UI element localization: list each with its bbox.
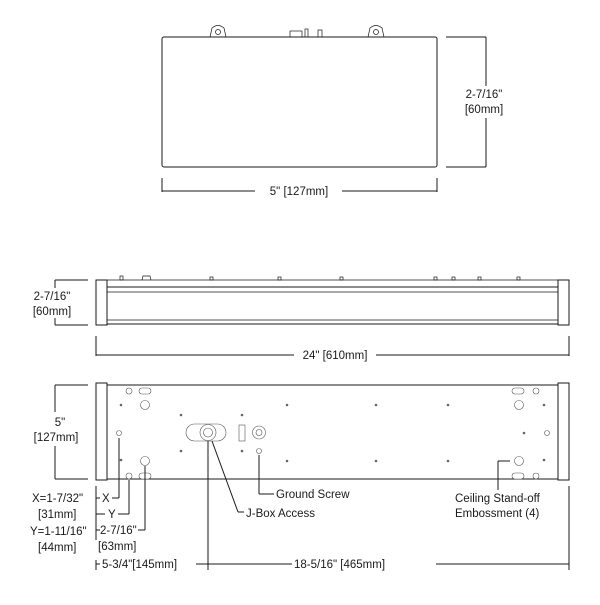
x-mm: [31mm] bbox=[38, 509, 76, 521]
standoff-embossment bbox=[140, 456, 150, 466]
side-view-height-label: 2-7/16" bbox=[34, 291, 71, 303]
left-dim-label: 5-3/4"[145mm] bbox=[102, 559, 177, 571]
bottom-view-endcap-left bbox=[95, 382, 108, 481]
jbox-slot bbox=[238, 424, 246, 442]
standoff-embossment bbox=[514, 456, 524, 466]
y-hole bbox=[125, 472, 133, 480]
bottom-view-plate bbox=[106, 384, 559, 480]
standoff-callout-line2: Embossment (4) bbox=[455, 508, 540, 520]
jbox-callout: J-Box Access bbox=[246, 508, 315, 520]
end-view-tab-right bbox=[367, 25, 385, 38]
ground-screw-callout: Ground Screw bbox=[276, 489, 350, 501]
mount-hole bbox=[532, 387, 540, 395]
side-view-endcap-left bbox=[95, 279, 108, 326]
y-marker: Y bbox=[108, 509, 116, 521]
bottom-view-width-label: 5" bbox=[55, 417, 65, 429]
side-view-lens bbox=[106, 286, 559, 325]
mount-hole bbox=[532, 472, 540, 480]
side-view-length-label: 24" [610mm] bbox=[303, 350, 368, 362]
x-marker: X bbox=[102, 493, 110, 505]
end-view-tab-left-hole bbox=[215, 29, 221, 35]
side-view-endcap-right bbox=[557, 279, 570, 326]
standoff-embossment bbox=[514, 400, 524, 410]
center-dim-label: 18-5/16" [465mm] bbox=[294, 559, 385, 571]
standoff-callout-line1: Ceiling Stand-off bbox=[455, 493, 541, 505]
ground-screw-hole bbox=[256, 448, 262, 454]
bottom-view: 5" [127mm] X=1-7/32" [31mm] Y=1-11/16" [… bbox=[30, 382, 570, 571]
mount-hole bbox=[125, 387, 133, 395]
end-view: 2-7/16" [60mm] 5" [127mm] bbox=[161, 25, 503, 198]
bottom-view-endcap-right bbox=[557, 382, 570, 481]
end-view-body bbox=[161, 36, 438, 168]
end-view-tab-right-hole bbox=[373, 29, 379, 35]
end-view-height-mm: [60mm] bbox=[465, 104, 503, 116]
end-view-height-label: 2-7/16" bbox=[466, 89, 503, 101]
standoff-embossment bbox=[140, 400, 150, 410]
end-view-pin bbox=[317, 29, 323, 38]
end-view-width-label: 5" [127mm] bbox=[270, 186, 328, 198]
end-view-connector bbox=[289, 30, 303, 38]
end-view-pin bbox=[304, 28, 309, 38]
mount-slot bbox=[138, 387, 152, 395]
y-mm: [44mm] bbox=[38, 542, 76, 554]
x-hole bbox=[116, 430, 122, 436]
x-label: X=1-7/32" bbox=[32, 493, 83, 505]
side-view: 2-7/16" [60mm] 24" [610mm] bbox=[33, 275, 570, 362]
offset-label: 2-7/16" bbox=[100, 525, 137, 537]
end-view-tab-left bbox=[209, 25, 227, 38]
mount-slot bbox=[511, 387, 525, 395]
offset-mm: [63mm] bbox=[98, 541, 136, 553]
mount-slot bbox=[511, 472, 525, 480]
y-label: Y=1-11/16" bbox=[30, 526, 87, 538]
side-view-height-mm: [60mm] bbox=[33, 306, 71, 318]
bottom-view-width-mm: [127mm] bbox=[34, 432, 79, 444]
